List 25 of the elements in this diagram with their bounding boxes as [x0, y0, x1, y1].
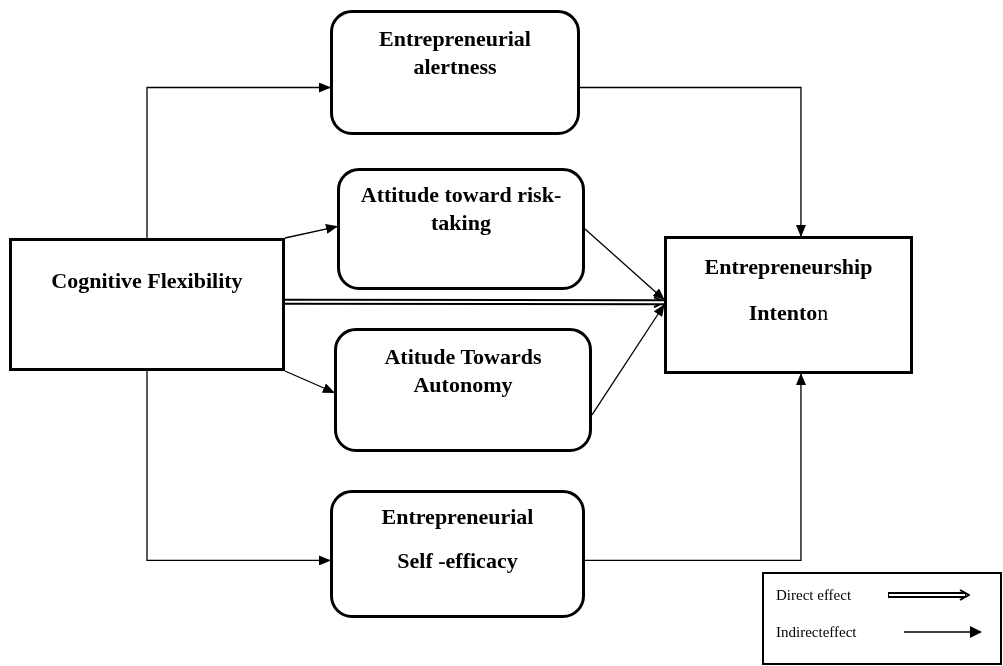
- arrow: [146, 370, 331, 566]
- node-label: Entrepreneurial alertness: [378, 25, 532, 81]
- node-label: Attitude toward risk-taking: [359, 181, 563, 237]
- arrow: [584, 228, 665, 301]
- arrow: [591, 304, 665, 416]
- node-label: Intenton: [748, 299, 829, 327]
- mediator-box: [330, 10, 580, 135]
- outcome-box: [664, 236, 913, 374]
- node-label: Atitude Towards Autonomy: [383, 343, 543, 399]
- node-label: Entrepreneurship: [704, 253, 873, 281]
- node-label: Cognitive Flexibility: [51, 267, 243, 295]
- mediator-box: [337, 168, 585, 290]
- arrow: [284, 370, 335, 394]
- double-arrow: [284, 296, 665, 309]
- arrow: [146, 82, 331, 239]
- arrow: [284, 224, 338, 239]
- construct-box: [9, 238, 285, 371]
- node-label: Self -efficacy: [397, 547, 518, 575]
- legend-label: Direct effect: [776, 586, 853, 605]
- mediator-box: [334, 328, 592, 452]
- legend-label: Indirecteffect: [776, 622, 858, 642]
- node-label: Entrepreneurial: [381, 503, 534, 531]
- arrow: [584, 373, 806, 562]
- mediator-box: [330, 490, 585, 618]
- arrow: [579, 86, 806, 237]
